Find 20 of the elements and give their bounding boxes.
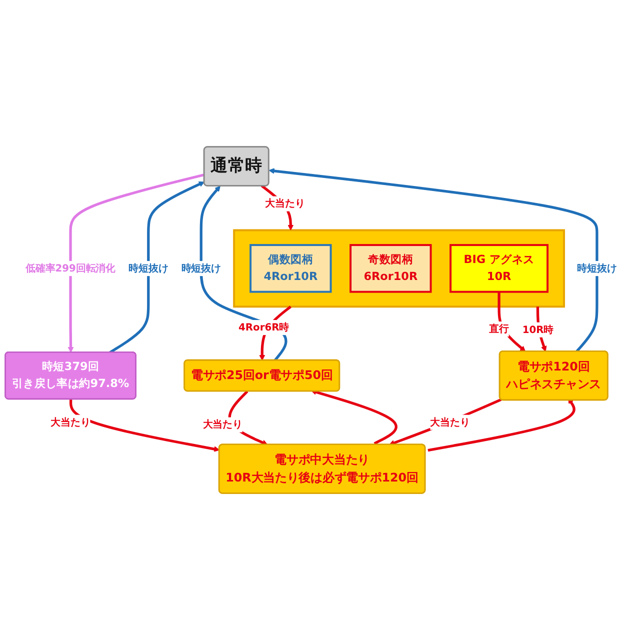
cluster [233,229,565,308]
edge-label: 大当たり [265,198,305,210]
arrow [310,389,398,445]
edge-label: 大当たり [202,418,242,430]
arrow [69,399,220,452]
edge-label: 低確率299回転消化 [26,262,116,274]
node-box: 偶数図柄 4Ror10R [250,244,332,293]
node-box: BIG アグネス 10R [450,244,549,293]
edge-label: 大当たり [50,416,90,428]
edge-label: 大当たり [430,416,470,428]
arrow [68,173,205,353]
edge-label: 4Ror6R時 [238,321,290,334]
arrow [388,398,502,446]
edge-label: 直行 [489,322,509,335]
node-box: 奇数図柄 6Ror10R [350,244,432,293]
edge-label: 10R時 [522,324,554,336]
edge-label: 時短抜け [577,262,617,274]
edge-label: 時短抜け [128,262,168,274]
arrow [109,181,205,354]
edge-label: 時短抜け [181,262,221,274]
